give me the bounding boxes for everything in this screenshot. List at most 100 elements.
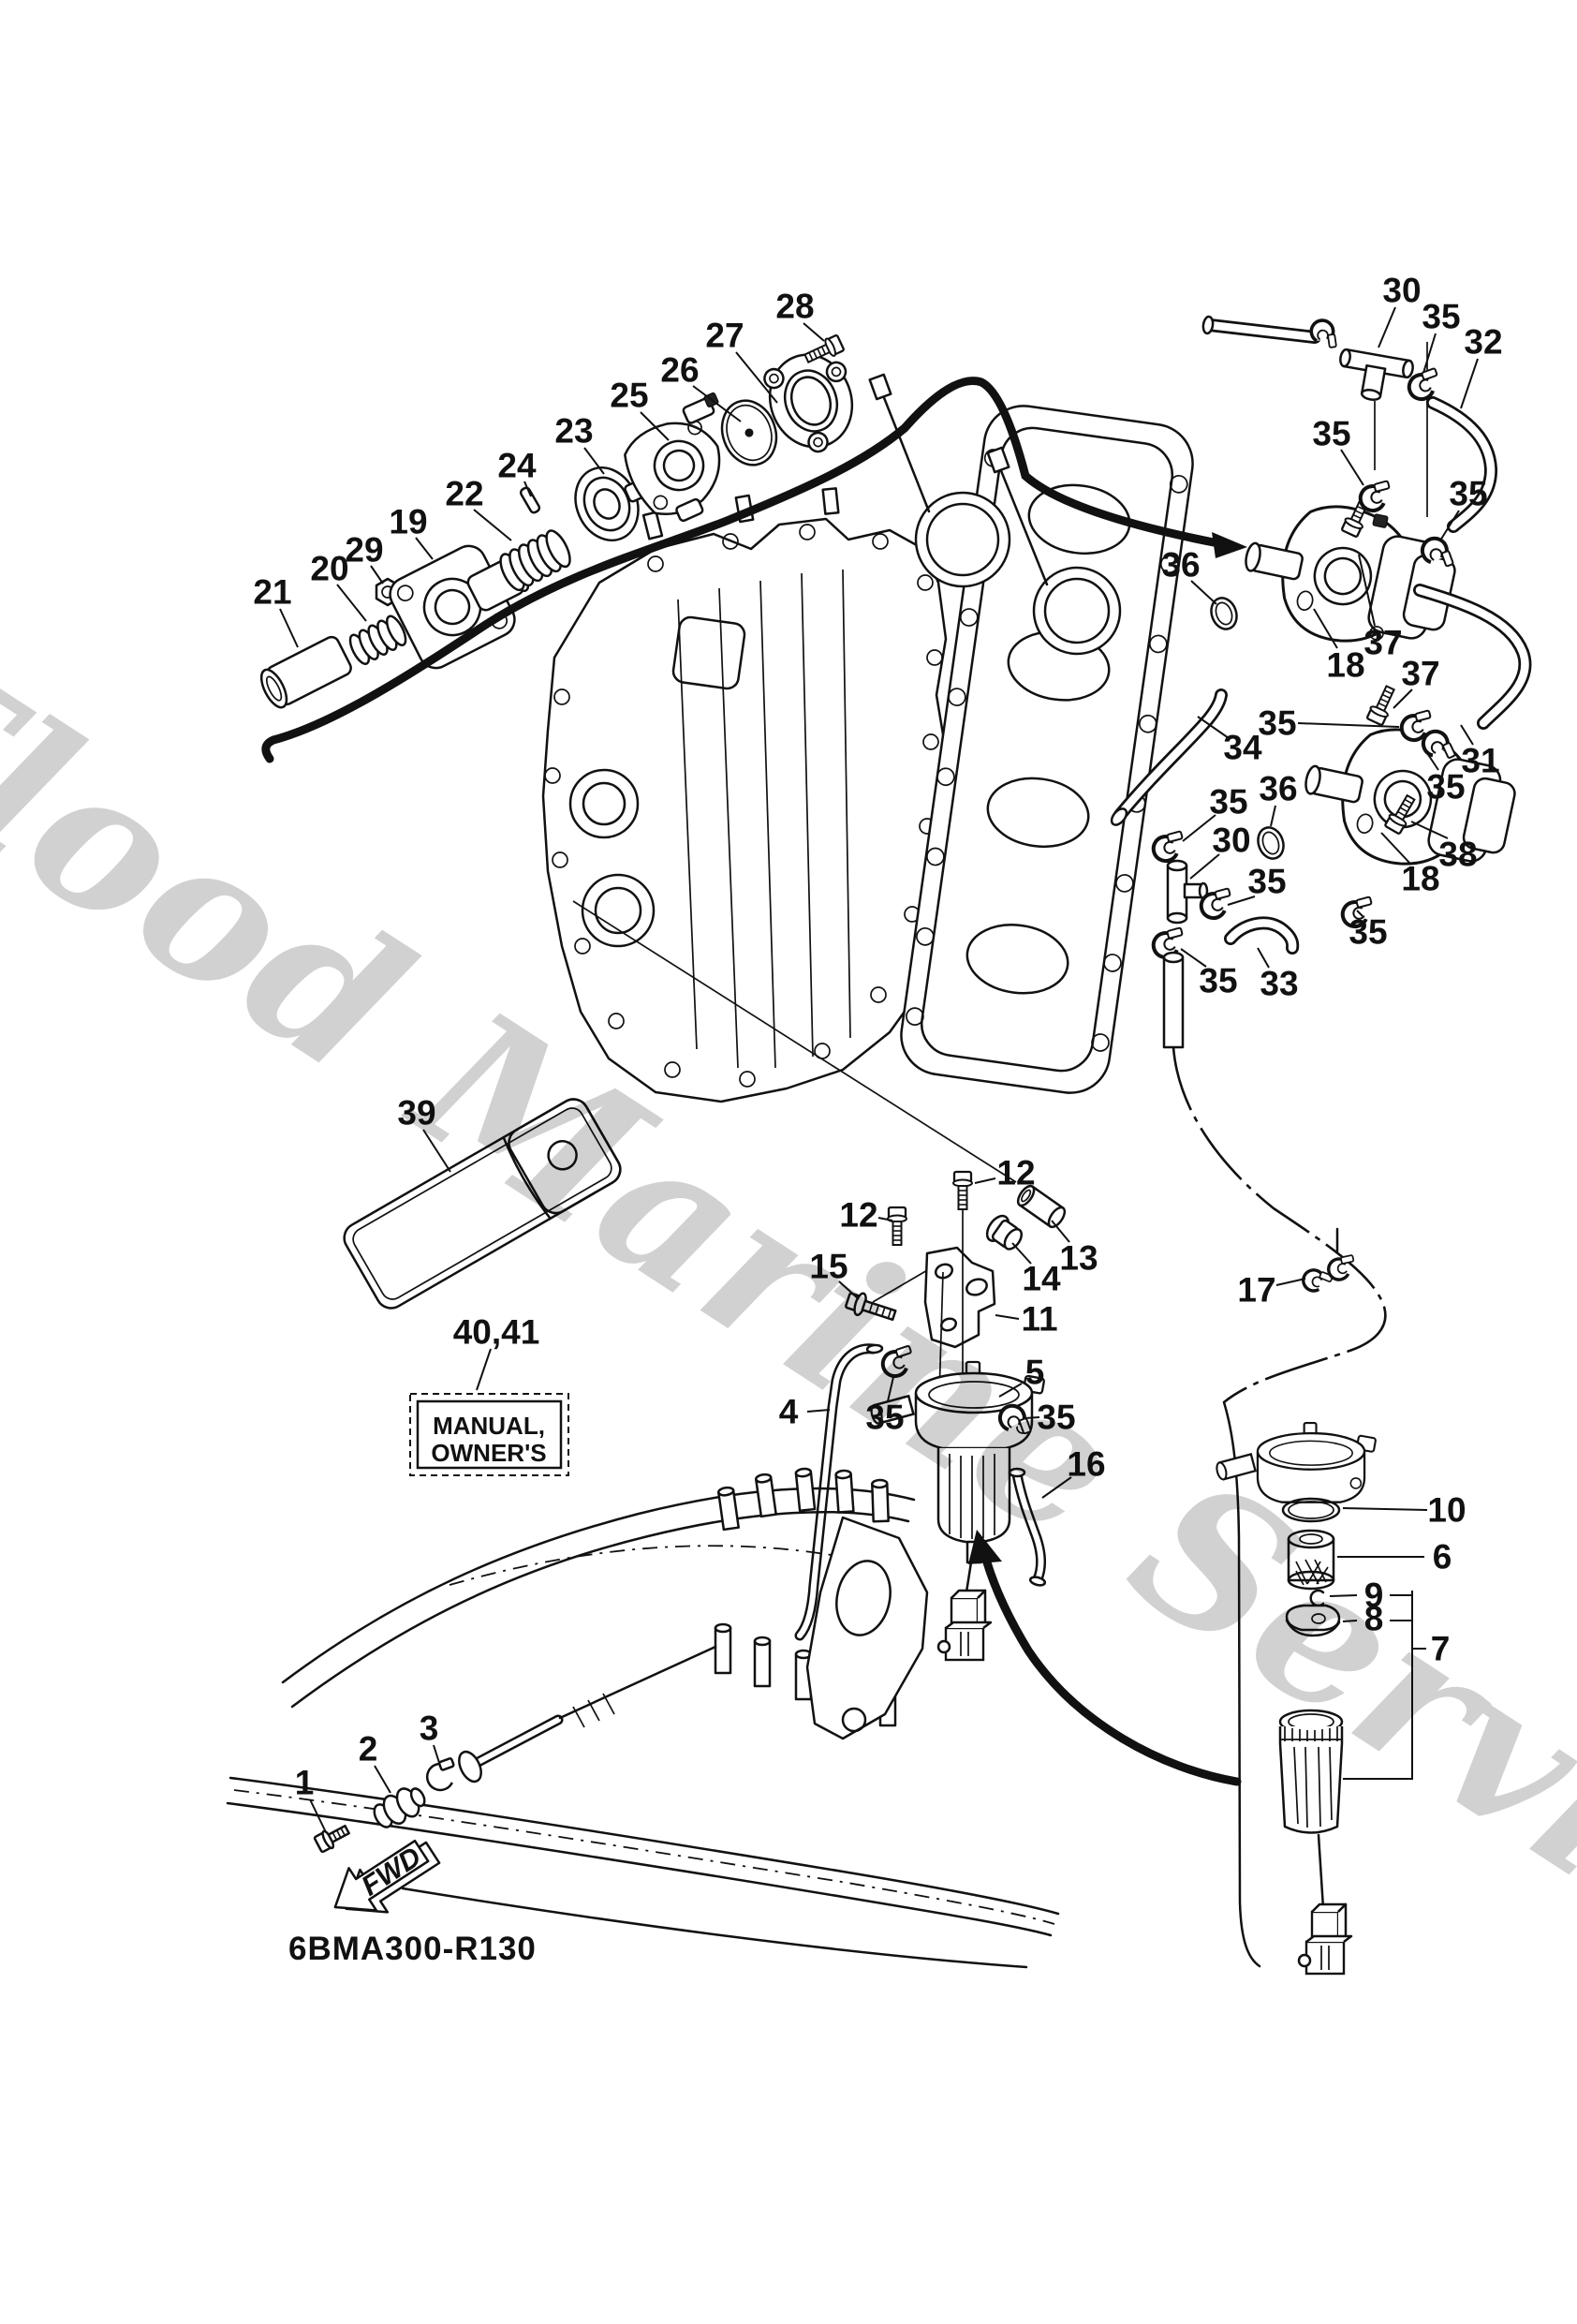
callout-21-10: 21 <box>253 573 291 612</box>
leader-18-28 <box>1380 832 1411 865</box>
callout-9-49: 9 <box>1364 1576 1384 1615</box>
callout-6-48: 6 <box>1433 1538 1452 1576</box>
inset-detail-art <box>1214 1400 1426 1976</box>
leader-14-37 <box>1011 1242 1032 1265</box>
callout-23-4: 23 <box>554 412 593 451</box>
callout-8-50: 8 <box>1364 1600 1384 1638</box>
callout-20-9: 20 <box>310 550 348 588</box>
leader-17-46 <box>1275 1278 1306 1286</box>
callout-35-31: 35 <box>1199 962 1237 1000</box>
leader-22-6 <box>473 509 512 541</box>
leader-35-25 <box>1182 814 1216 842</box>
callout-35-15: 35 <box>1449 475 1487 513</box>
owners-manual-tag: MANUAL, OWNER'S <box>409 1393 569 1476</box>
leader-40,41-40 <box>476 1348 492 1391</box>
leader-33-32 <box>1257 947 1270 969</box>
callout-25-3: 25 <box>610 377 648 415</box>
leader-38-27 <box>1410 821 1449 839</box>
callout-35-14: 35 <box>1312 415 1350 453</box>
callout-31-22: 31 <box>1461 742 1499 780</box>
leader-10-47 <box>1342 1507 1428 1511</box>
manual-tag-line2: OWNER'S <box>431 1439 546 1467</box>
callout-22-6: 22 <box>445 475 483 513</box>
leader-32-13 <box>1460 358 1479 409</box>
callout-11-39: 11 <box>1021 1300 1057 1339</box>
leader-35-29 <box>1227 896 1256 906</box>
callout-18-18: 18 <box>1326 646 1364 685</box>
leader-lines <box>279 306 1479 1833</box>
leader-15-38 <box>838 1280 860 1300</box>
leader-27-1 <box>735 351 778 404</box>
callout-27-1: 27 <box>705 317 744 355</box>
leader-35-14 <box>1340 449 1364 486</box>
leader-12-35 <box>877 1217 893 1221</box>
drawing-code: 6BMA300-R130 <box>288 1931 537 1967</box>
leader-36-16 <box>1190 580 1217 605</box>
callout-35-29: 35 <box>1247 863 1286 901</box>
leader-24-5 <box>523 481 532 497</box>
leader-13-36 <box>1051 1220 1070 1243</box>
callout-33-32: 33 <box>1260 965 1298 1003</box>
pointer-arrow-inset <box>968 1530 1242 1786</box>
leader-19-7 <box>415 537 434 560</box>
callout-2-53: 2 <box>359 1730 378 1769</box>
leader-25-3 <box>640 411 670 441</box>
leader-3-54 <box>433 1744 441 1767</box>
callout-4-42: 4 <box>779 1393 799 1431</box>
leader-20-9 <box>336 584 367 622</box>
callout-7-51: 7 <box>1431 1630 1451 1668</box>
leader-28-0 <box>803 322 825 342</box>
leader-36-24 <box>1270 805 1276 827</box>
callout-10-47: 10 <box>1427 1491 1466 1530</box>
leader-30-26 <box>1189 853 1220 880</box>
tool-pouch-art <box>343 1098 622 1310</box>
leader-23-4 <box>583 447 605 475</box>
callout-14-37: 14 <box>1022 1260 1061 1298</box>
callout-36-24: 36 <box>1259 770 1297 808</box>
callout-3-54: 3 <box>420 1710 439 1748</box>
callout-36-16: 36 <box>1161 546 1200 585</box>
callout-39-33: 39 <box>397 1094 435 1132</box>
leader-37-17 <box>1358 554 1376 627</box>
callout-24-5: 24 <box>497 447 537 485</box>
leader-35-43 <box>887 1376 894 1402</box>
leader-9-49 <box>1329 1594 1358 1597</box>
fuel-line-route-art <box>1172 1046 1387 1404</box>
intake-manifold-art <box>868 373 1194 1094</box>
leader-35-15 <box>1439 510 1460 541</box>
callout-34-21: 34 <box>1223 729 1262 767</box>
leader-35-12 <box>1422 333 1437 374</box>
callout-28-0: 28 <box>775 288 814 326</box>
callout-12-35: 12 <box>839 1196 877 1235</box>
leader-35-31 <box>1180 948 1207 968</box>
callout-30-11: 30 <box>1382 272 1421 310</box>
callout-37-17: 37 <box>1363 624 1402 662</box>
leader-31-22 <box>1460 724 1474 746</box>
callout-35-30: 35 <box>1349 913 1387 952</box>
callout-35-20: 35 <box>1258 704 1296 743</box>
leader-5-41 <box>998 1383 1023 1398</box>
callout-32-13: 32 <box>1464 323 1502 362</box>
leader-16-45 <box>1041 1476 1072 1499</box>
callout-37-19: 37 <box>1401 655 1439 693</box>
leader-11-39 <box>995 1314 1020 1320</box>
leader-35-23 <box>1422 747 1439 771</box>
leader-37-19 <box>1393 688 1413 709</box>
callout-35-44: 35 <box>1037 1399 1075 1437</box>
callout-35-43: 35 <box>865 1399 904 1437</box>
fuel-pump-1-art <box>1210 494 1456 643</box>
callout-35-12: 35 <box>1422 298 1460 336</box>
leader-29-8 <box>370 565 384 585</box>
leader-39-33 <box>422 1129 451 1173</box>
callout-1-52: 1 <box>295 1764 315 1802</box>
vent-hose-art <box>1201 315 1532 730</box>
leader-21-10 <box>279 608 299 648</box>
callout-19-7: 19 <box>389 503 427 541</box>
callout-30-26: 30 <box>1212 822 1250 860</box>
manual-tag-line1: MANUAL, <box>433 1412 545 1440</box>
callout-13-36: 13 <box>1059 1239 1098 1278</box>
callout-40,41-40: 40,41 <box>453 1313 540 1352</box>
leader-35-20 <box>1297 722 1400 728</box>
